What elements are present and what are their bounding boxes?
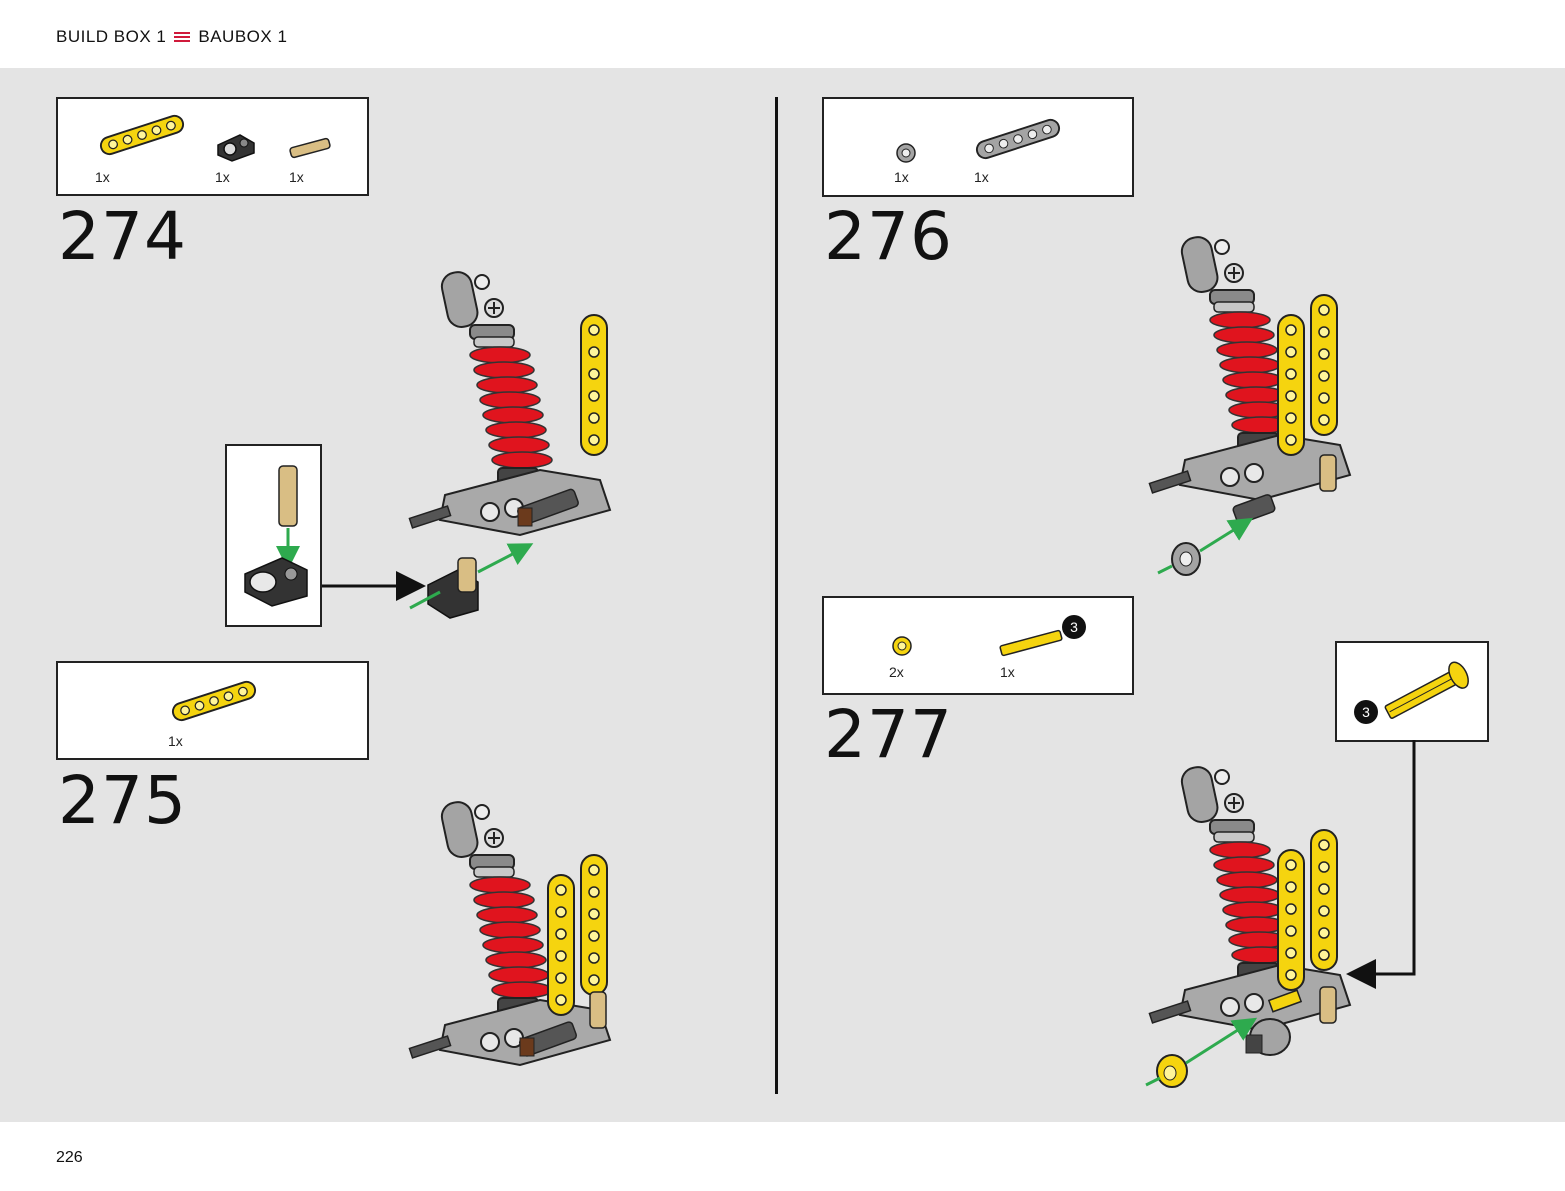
part-qty: 1x xyxy=(894,169,909,185)
subassembly-callout-274 xyxy=(225,444,322,627)
parts-list-276: 1x 1x xyxy=(822,97,1134,197)
part-yellow-bush-icon xyxy=(892,636,912,656)
axle-length-badge: 3 xyxy=(1062,615,1086,639)
part-yellow-beam-icon xyxy=(169,678,259,724)
part-qty: 1x xyxy=(215,169,230,185)
header-title: BUILD BOX 1 BAUBOX 1 xyxy=(56,27,287,47)
part-qty: 1x xyxy=(168,733,183,749)
menu-lines-icon xyxy=(174,31,191,43)
page-footer: 226 xyxy=(0,1122,1565,1191)
step-number-275: 275 xyxy=(58,762,187,839)
page-divider xyxy=(775,97,778,1094)
part-yellow-beam-icon xyxy=(97,112,187,158)
axle-callout-277: 3 xyxy=(1335,641,1489,742)
step-number-277: 277 xyxy=(824,696,953,773)
step-number-276: 276 xyxy=(824,198,953,275)
step-number-274: 274 xyxy=(58,198,187,275)
assembly-274 xyxy=(408,268,611,619)
assembly-276 xyxy=(1148,233,1351,576)
callout-arrow-274 xyxy=(322,571,426,601)
header-baubox: BAUBOX 1 xyxy=(198,27,288,46)
page-number: 226 xyxy=(56,1149,83,1166)
part-qty: 1x xyxy=(974,169,989,185)
parts-list-275: 1x xyxy=(56,661,369,760)
axle-callout-art xyxy=(1384,661,1469,719)
header-build-box: BUILD BOX 1 xyxy=(56,27,167,46)
part-bush-icon xyxy=(896,143,916,163)
part-yellow-axle-icon xyxy=(999,629,1063,657)
part-grey-beam-icon xyxy=(975,118,1061,160)
part-qty: 1x xyxy=(95,169,110,185)
part-qty: 1x xyxy=(289,169,304,185)
subassembly-art xyxy=(244,465,308,607)
parts-list-277: 3 2x 1x xyxy=(822,596,1134,695)
parts-list-274: 1x 1x 1x xyxy=(56,97,369,196)
callout-arrow-277 xyxy=(1346,740,1416,989)
part-qty: 1x xyxy=(1000,664,1015,680)
page-header: BUILD BOX 1 BAUBOX 1 xyxy=(0,0,1565,68)
part-cross-block-icon xyxy=(217,134,255,162)
axle-length-badge: 3 xyxy=(1354,700,1378,724)
part-tan-pin-icon xyxy=(289,137,331,159)
assembly-275 xyxy=(408,798,611,1066)
part-qty: 2x xyxy=(889,664,904,680)
assembly-277 xyxy=(1145,763,1351,1088)
